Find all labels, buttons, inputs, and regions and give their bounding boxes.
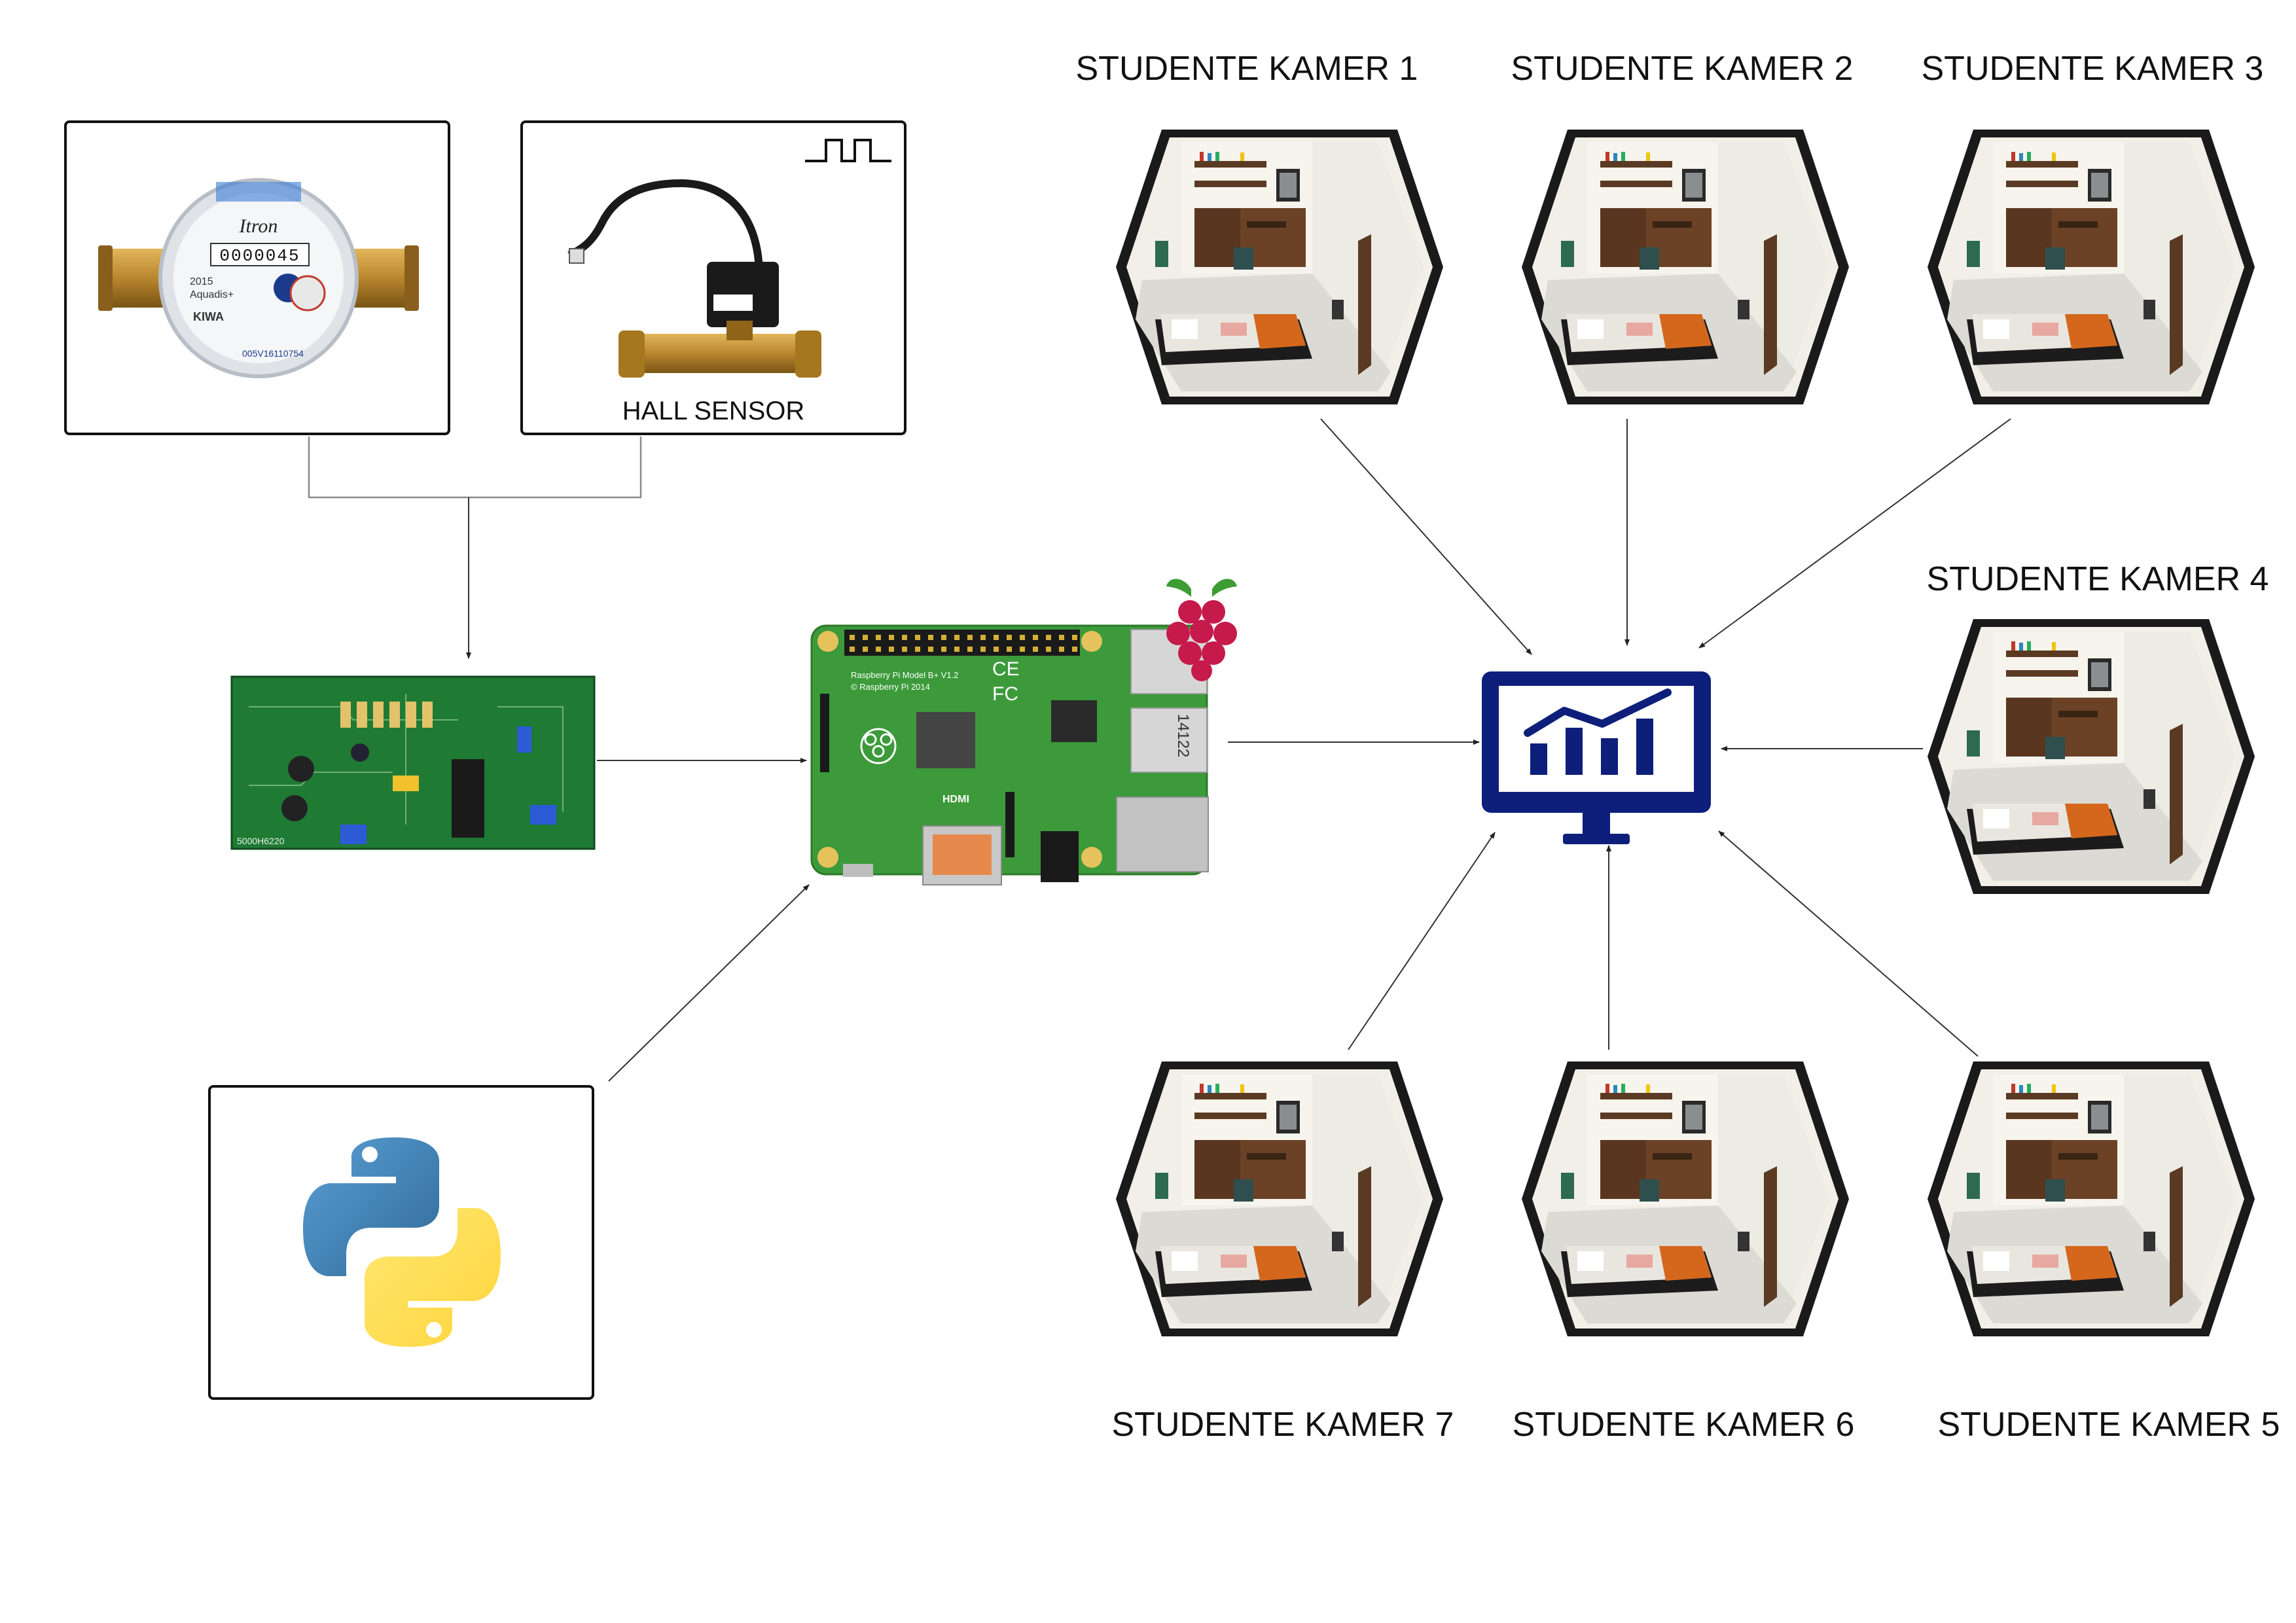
- room-1-label: STUDENTE KAMER 1: [1076, 50, 1418, 88]
- meter-year: 2015: [190, 276, 213, 287]
- meter-model: Aquadis+: [190, 289, 234, 300]
- room-arrows: [1320, 418, 2011, 1057]
- pi-model-text: Raspberry Pi Model B+ V1.2: [851, 670, 958, 680]
- room-5: STUDENTE KAMER 5: [1928, 1061, 2280, 1444]
- meter-reading: 0000045: [219, 246, 300, 266]
- svg-text:FC: FC: [992, 683, 1018, 705]
- room-1: STUDENTE KAMER 1: [1076, 50, 1443, 404]
- water-meter-image: Itron 0000045 2015 Aquadis+ KIWA 005V161…: [98, 178, 419, 378]
- hall-sensor-label: HALL SENSOR: [622, 397, 805, 425]
- meter-serial: 005V16110754: [242, 348, 304, 359]
- raspberry-board-logo-icon: [860, 728, 897, 764]
- room-5-label: STUDENTE KAMER 5: [1938, 1406, 2280, 1444]
- input-connector: [308, 437, 642, 659]
- pi-usb-code: 14122: [1174, 714, 1192, 758]
- room-6-label: STUDENTE KAMER 6: [1513, 1406, 1855, 1444]
- signal-pcb: 5000H6220: [230, 675, 596, 850]
- raspberry-pi-board: Raspberry Pi Model B+ V1.2 © Raspberry P…: [810, 624, 1209, 885]
- room-7: STUDENTE KAMER 7: [1112, 1061, 1454, 1444]
- square-wave-icon: [805, 139, 891, 162]
- pcb-code: 5000H6220: [237, 836, 285, 846]
- meter-brand: Itron: [239, 215, 278, 237]
- room-4: STUDENTE KAMER 4: [1927, 560, 2269, 894]
- room-7-label: STUDENTE KAMER 7: [1112, 1406, 1454, 1444]
- dashboard-monitor-icon: [1482, 671, 1711, 844]
- svg-text:CE: CE: [992, 658, 1020, 680]
- room-2-label: STUDENTE KAMER 2: [1511, 50, 1854, 88]
- room-4-label: STUDENTE KAMER 4: [1927, 560, 2269, 598]
- room-2: STUDENTE KAMER 2: [1511, 50, 1854, 404]
- room-6: STUDENTE KAMER 6: [1513, 1061, 1855, 1444]
- hall-sensor-panel: HALL SENSOR: [520, 120, 906, 435]
- python-panel: [208, 1085, 594, 1400]
- pi-hdmi-label: HDMI: [942, 794, 969, 805]
- python-logo-icon: [303, 1137, 501, 1347]
- room-3: STUDENTE KAMER 3: [1922, 50, 2264, 404]
- meter-cert: KIWA: [193, 310, 224, 323]
- room-3-label: STUDENTE KAMER 3: [1922, 50, 2264, 88]
- pi-copyright: © Raspberry Pi 2014: [851, 682, 930, 692]
- hall-sensor-image: [567, 179, 821, 378]
- raspberry-logo-icon: [1166, 579, 1237, 681]
- water-meter-panel: Itron 0000045 2015 Aquadis+ KIWA 005V161…: [64, 120, 450, 435]
